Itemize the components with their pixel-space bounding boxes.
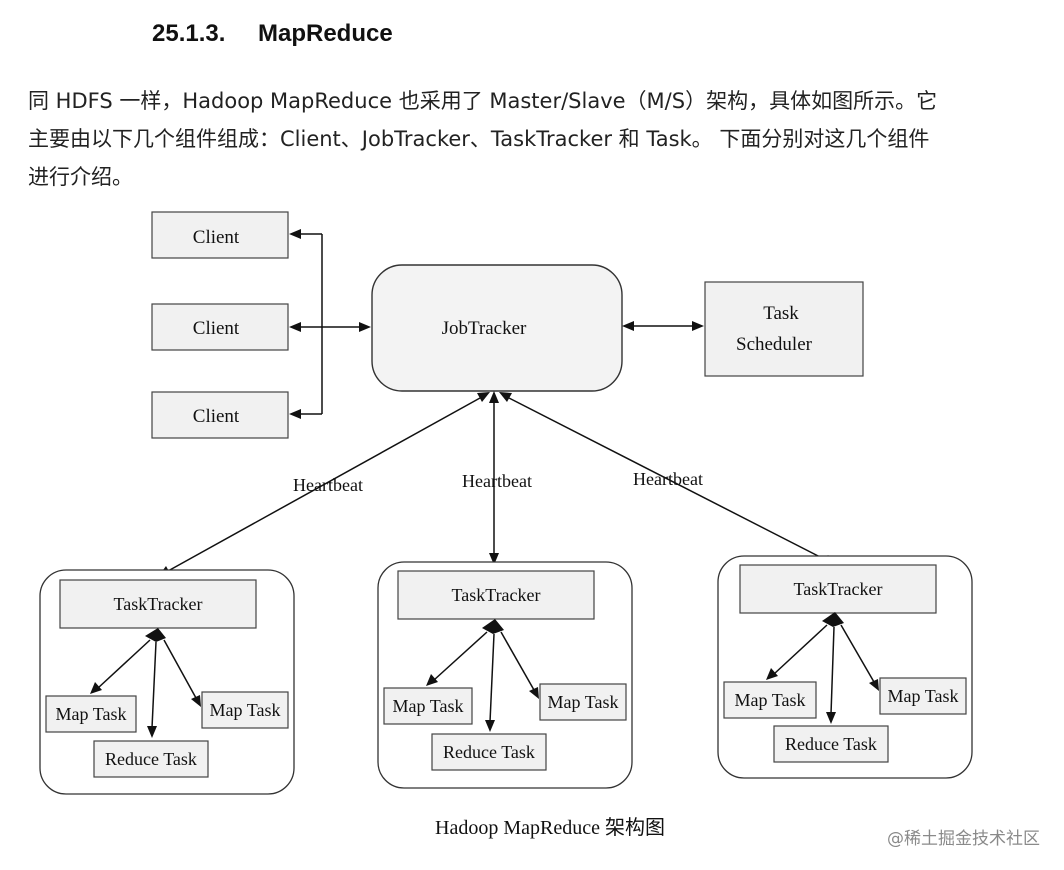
heartbeat-label-left: Heartbeat xyxy=(293,475,363,495)
heartbeat-label-middle: Heartbeat xyxy=(462,471,532,491)
jobtracker-label: JobTracker xyxy=(442,318,527,339)
tasktracker-box-1 xyxy=(59,579,257,629)
reduce-task-label-3: Reduce Task xyxy=(785,734,877,754)
tasktracker-box-3 xyxy=(739,564,937,614)
map-task-label-2b: Map Task xyxy=(548,692,619,712)
section-title: MapReduce xyxy=(258,20,393,47)
tasktracker-group-2: TaskTracker Map Task Map Task Reduce Tas… xyxy=(377,561,633,789)
intro-line-2: 主要由以下几个组件组成：Client、JobTracker、TaskTracke… xyxy=(28,127,930,151)
task-scheduler-label-line1: Task xyxy=(763,303,799,324)
client-box-2 xyxy=(151,303,289,351)
watermark: @稀土掘金技术社区 xyxy=(887,829,1040,849)
map-task-label-2a: Map Task xyxy=(393,696,464,716)
map-task-box-1a xyxy=(45,695,137,733)
tasktracker-label-2: TaskTracker xyxy=(451,585,540,605)
map-task-box-3b xyxy=(879,677,967,715)
section-number: 25.1.3. xyxy=(152,20,226,47)
task-scheduler-box xyxy=(704,281,864,377)
tasktracker-1-hub xyxy=(145,628,166,642)
tasktracker-group-1: TaskTracker Map Task Map Task Reduce Tas… xyxy=(39,569,295,795)
map-task-box-2b xyxy=(539,683,627,721)
reduce-task-box-2 xyxy=(431,733,547,771)
tasktracker-3-hub xyxy=(822,612,844,627)
intro-line-1: 同 HDFS 一样，Hadoop MapReduce 也采用了 Master/S… xyxy=(28,89,938,113)
reduce-task-label-1: Reduce Task xyxy=(105,749,197,769)
map-task-label-1b: Map Task xyxy=(210,700,281,720)
tasktracker-2-hub xyxy=(482,619,504,634)
tasktracker-label-1: TaskTracker xyxy=(113,594,202,614)
tasktracker-group-3: TaskTracker Map Task Map Task Reduce Tas… xyxy=(717,555,973,779)
map-task-box-2a xyxy=(383,687,473,725)
heartbeat-label-right: Heartbeat xyxy=(633,469,703,489)
map-task-box-1b xyxy=(201,691,289,729)
map-task-label-3b: Map Task xyxy=(888,686,959,706)
client-box-3 xyxy=(151,391,289,439)
heartbeat-connector-middle xyxy=(489,391,499,565)
reduce-task-box-3 xyxy=(773,725,889,763)
tasktracker-box-2 xyxy=(397,570,595,620)
client-label-3: Client xyxy=(193,406,240,427)
map-task-box-3a xyxy=(723,681,817,719)
client-box-1 xyxy=(151,211,289,259)
client-connector xyxy=(289,229,371,419)
map-task-label-1a: Map Task xyxy=(56,704,127,724)
intro-line-3: 进行介绍。 xyxy=(28,165,133,189)
reduce-task-label-2: Reduce Task xyxy=(443,742,535,762)
tasktracker-label-3: TaskTracker xyxy=(793,579,882,599)
scheduler-connector xyxy=(622,321,704,331)
task-scheduler-label-line2: Scheduler xyxy=(736,334,813,355)
client-label-2: Client xyxy=(193,318,240,339)
intro-paragraph: 同 HDFS 一样，Hadoop MapReduce 也采用了 Master/S… xyxy=(28,82,1038,196)
section-heading: 25.1.3. MapReduce xyxy=(152,20,393,48)
map-task-label-3a: Map Task xyxy=(735,690,806,710)
diagram-caption: Hadoop MapReduce 架构图 xyxy=(435,816,665,839)
client-label-1: Client xyxy=(193,227,240,248)
reduce-task-box-1 xyxy=(93,740,209,778)
jobtracker-box xyxy=(371,264,623,392)
